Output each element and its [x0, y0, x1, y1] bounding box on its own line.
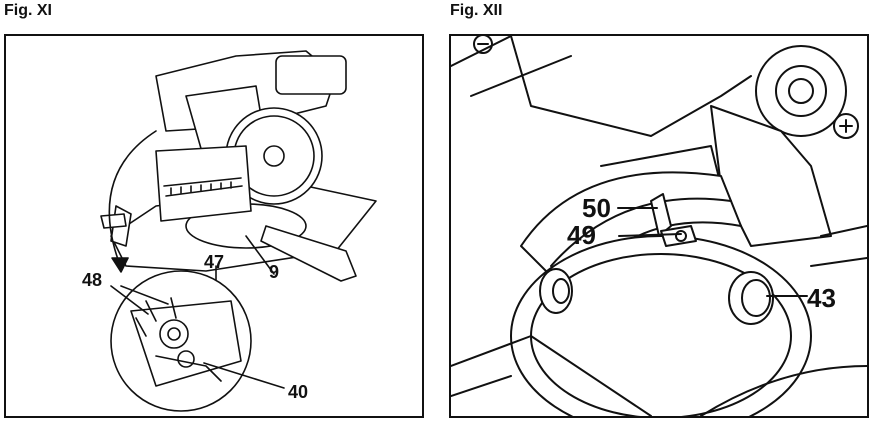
figure-xi-title: Fig. XI — [4, 2, 52, 19]
callout-40: 40 — [288, 382, 308, 402]
figure-xii-illustration: 50 49 43 — [451, 36, 867, 416]
figure-xii-panel: 50 49 43 — [449, 34, 869, 418]
callout-43: 43 — [807, 283, 836, 313]
callout-50: 50 — [582, 193, 611, 223]
callout-9: 9 — [269, 262, 279, 282]
figure-xii-title: Fig. XII — [450, 2, 503, 19]
callout-49: 49 — [567, 220, 596, 250]
callout-47: 47 — [204, 252, 224, 272]
figure-xi-illustration: 48 47 9 40 — [82, 50, 377, 412]
callout-48: 48 — [82, 270, 102, 290]
figure-xi-panel: 48 47 9 40 — [4, 34, 424, 418]
